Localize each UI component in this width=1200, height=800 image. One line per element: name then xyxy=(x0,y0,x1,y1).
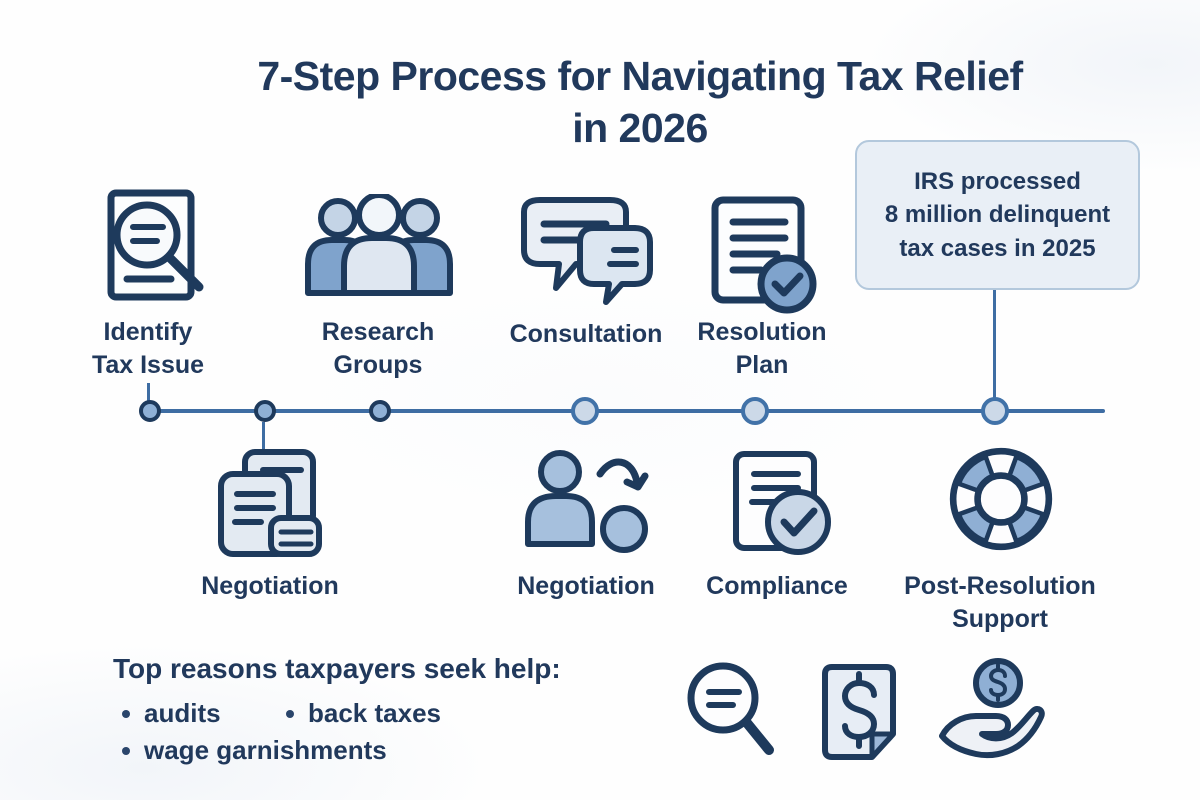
dollar-document-icon xyxy=(822,664,896,760)
callout-box: IRS processed 8 million delinquent tax c… xyxy=(855,140,1140,290)
timeline-dot-6 xyxy=(981,397,1009,425)
page-title-line2: in 2026 xyxy=(572,105,708,152)
step-label-compliance: Compliance xyxy=(697,570,857,603)
reason-item-audits: audits xyxy=(122,698,221,729)
chat-bubbles-icon xyxy=(521,197,653,305)
reason-text: wage garnishments xyxy=(144,735,387,765)
step-label-negotiation-1: Negotiation xyxy=(190,570,350,603)
bullet-dot xyxy=(122,709,130,718)
step-label-line: Negotiation xyxy=(517,572,655,600)
reason-text: audits xyxy=(144,698,221,728)
step-label-line: Identify xyxy=(103,318,193,346)
callout-line2: 8 million delinquent xyxy=(884,201,1111,229)
document-checkmark-icon xyxy=(733,451,831,555)
page-title: 7-Step Process for Navigating Tax Relief… xyxy=(80,50,1200,155)
person-cycle-arrow-icon xyxy=(525,450,649,553)
step-label-research-groups: Research Groups xyxy=(298,316,458,381)
timeline-stub-down xyxy=(262,422,265,450)
page-title-line1: 7-Step Process for Navigating Tax Relief xyxy=(257,53,1023,99)
callout-connector-line xyxy=(993,290,996,411)
timeline-dot-5 xyxy=(741,397,769,425)
step-label-post-resolution-support: Post-Resolution Support xyxy=(900,570,1100,635)
step-label-line: Consultation xyxy=(509,320,663,348)
callout-line1: IRS processed xyxy=(914,167,1081,195)
document-check-icon xyxy=(711,196,817,314)
step-label-resolution-plan: Resolution Plan xyxy=(684,316,840,381)
timeline-dot-1 xyxy=(139,400,161,422)
reason-item-wage-garnishments: wage garnishments xyxy=(122,735,387,766)
reason-text: back taxes xyxy=(308,698,441,728)
timeline-stub-up xyxy=(147,383,150,401)
timeline-line xyxy=(148,409,1105,413)
step-label-line: Tax Issue xyxy=(91,350,205,379)
timeline-dot-2 xyxy=(254,400,276,422)
step-label-line: Plan xyxy=(735,350,789,379)
hand-coin-icon xyxy=(939,658,1045,759)
stacked-documents-icon xyxy=(218,449,322,557)
step-label-identify-tax-issue: Identify Tax Issue xyxy=(73,316,223,381)
life-ring-icon xyxy=(949,447,1053,551)
bullet-dot xyxy=(122,746,130,755)
step-label-line: Resolution xyxy=(697,318,827,346)
magnifier-icon xyxy=(687,662,774,755)
reasons-heading: Top reasons taxpayers seek help: xyxy=(113,653,561,684)
step-label-line: Post-Resolution xyxy=(904,572,1096,600)
bullet-dot xyxy=(286,709,294,718)
people-group-icon xyxy=(305,194,453,296)
step-label-negotiation-2: Negotiation xyxy=(506,570,666,603)
reason-item-back-taxes: back taxes xyxy=(286,698,441,729)
timeline-dot-4 xyxy=(571,397,599,425)
callout-line3: tax cases in 2025 xyxy=(899,234,1096,262)
step-label-line: Support xyxy=(952,604,1048,633)
step-label-line: Research xyxy=(321,318,435,346)
timeline-dot-3 xyxy=(369,400,391,422)
step-label-line: Negotiation xyxy=(201,572,339,600)
step-label-consultation: Consultation xyxy=(498,318,674,351)
step-label-line: Compliance xyxy=(706,572,848,600)
document-magnifier-icon xyxy=(107,189,204,301)
step-label-line: Groups xyxy=(333,350,423,379)
